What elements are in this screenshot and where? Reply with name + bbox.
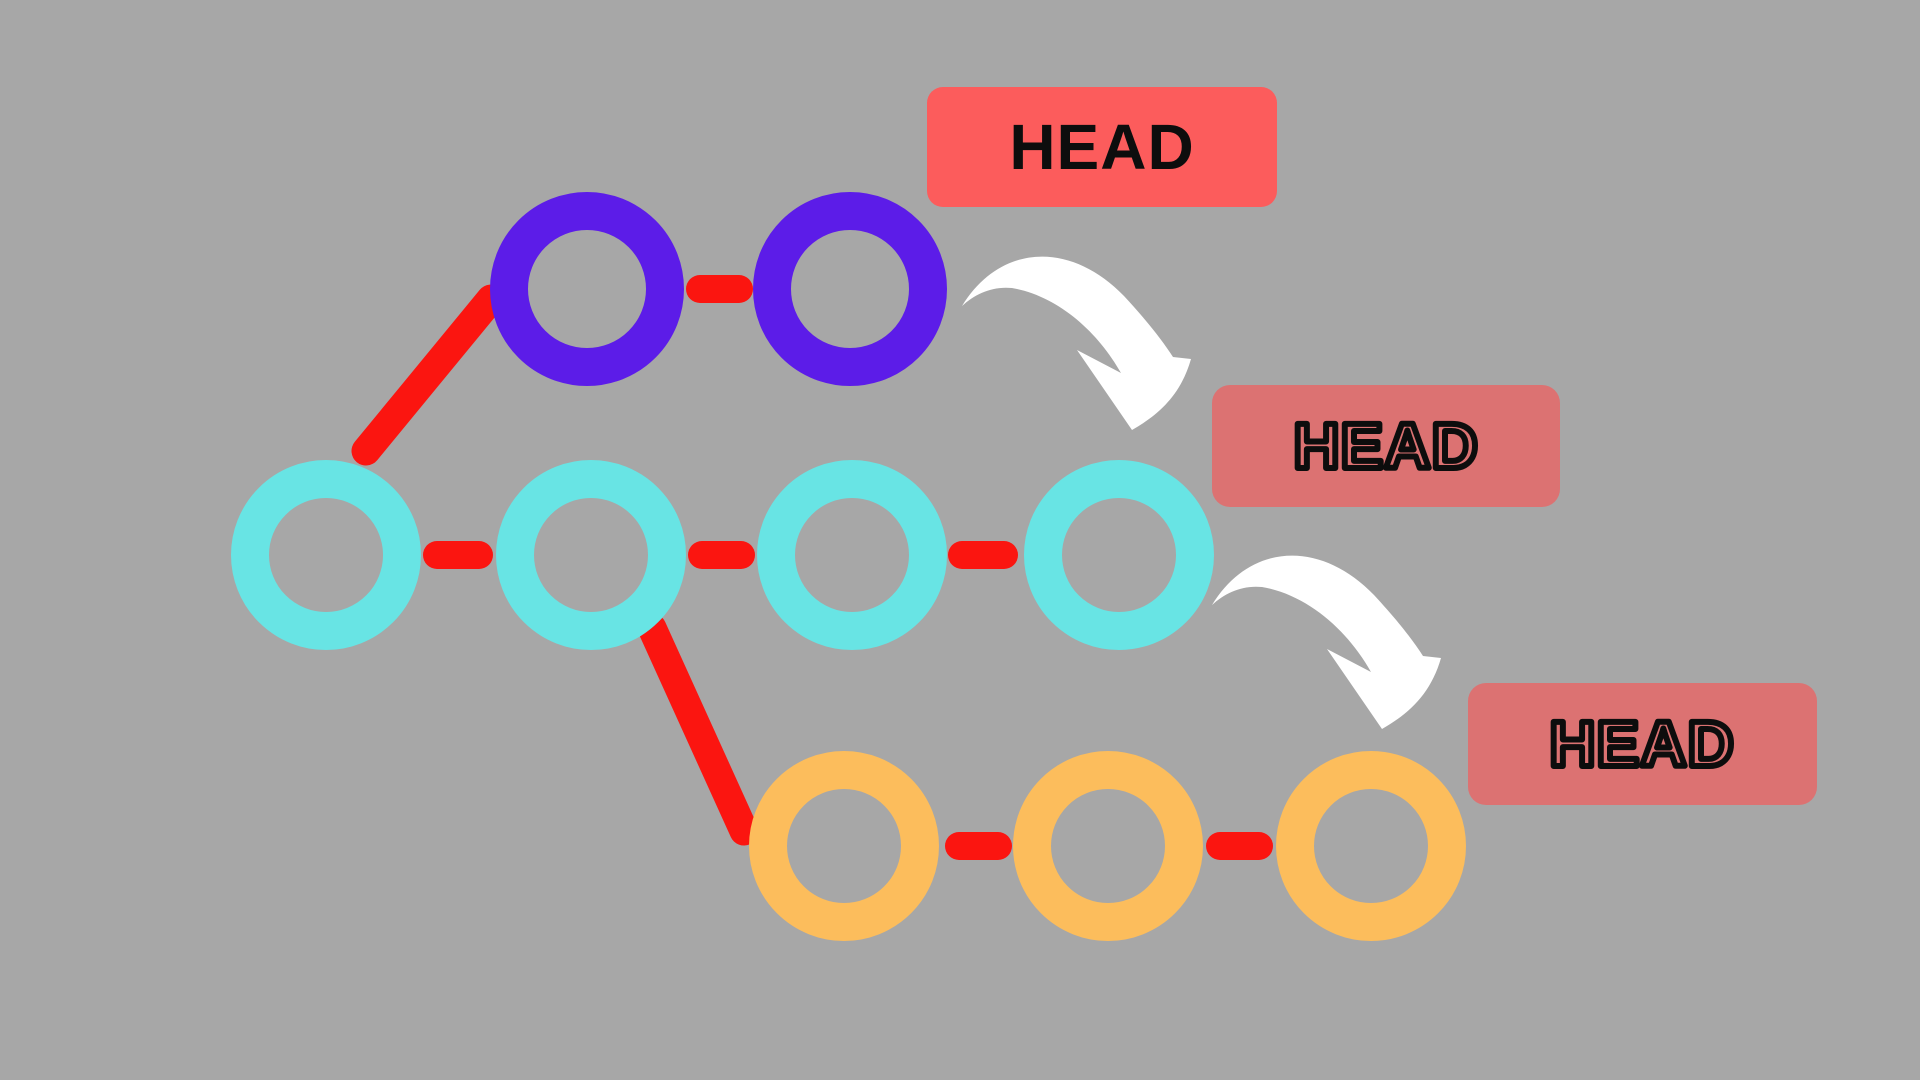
head-badge-3: HEAD: [1468, 683, 1817, 805]
head-badge-3-background: [1468, 683, 1817, 805]
head-badge-2-background: [1212, 385, 1560, 507]
commit-node-orange-3: [1276, 751, 1466, 941]
commit-node-purple-1: [490, 192, 684, 386]
head-badge-1-label: HEAD: [1009, 111, 1194, 183]
commit-node-cyan-1: [231, 460, 421, 650]
commit-node-orange-1: [749, 751, 939, 941]
head-badge-2: HEAD: [1212, 385, 1560, 507]
branch-line-bottom-diagonal: [637, 613, 759, 846]
head-badge-1-background: [927, 87, 1277, 207]
curved-arrow-icon-1: [962, 256, 1191, 430]
curved-arrow-icon-2: [1212, 555, 1441, 729]
commit-node-cyan-3: [757, 460, 947, 650]
head-badge-2-label: HEAD: [1293, 410, 1478, 482]
commit-node-purple-2: [753, 192, 947, 386]
head-badge-3-label: HEAD: [1549, 708, 1734, 780]
commit-node-cyan-2: [496, 460, 686, 650]
head-badge-1: HEAD: [927, 87, 1277, 207]
commit-node-orange-2: [1013, 751, 1203, 941]
commit-node-cyan-4: [1024, 460, 1214, 650]
branch-line-top-diagonal: [351, 284, 506, 466]
